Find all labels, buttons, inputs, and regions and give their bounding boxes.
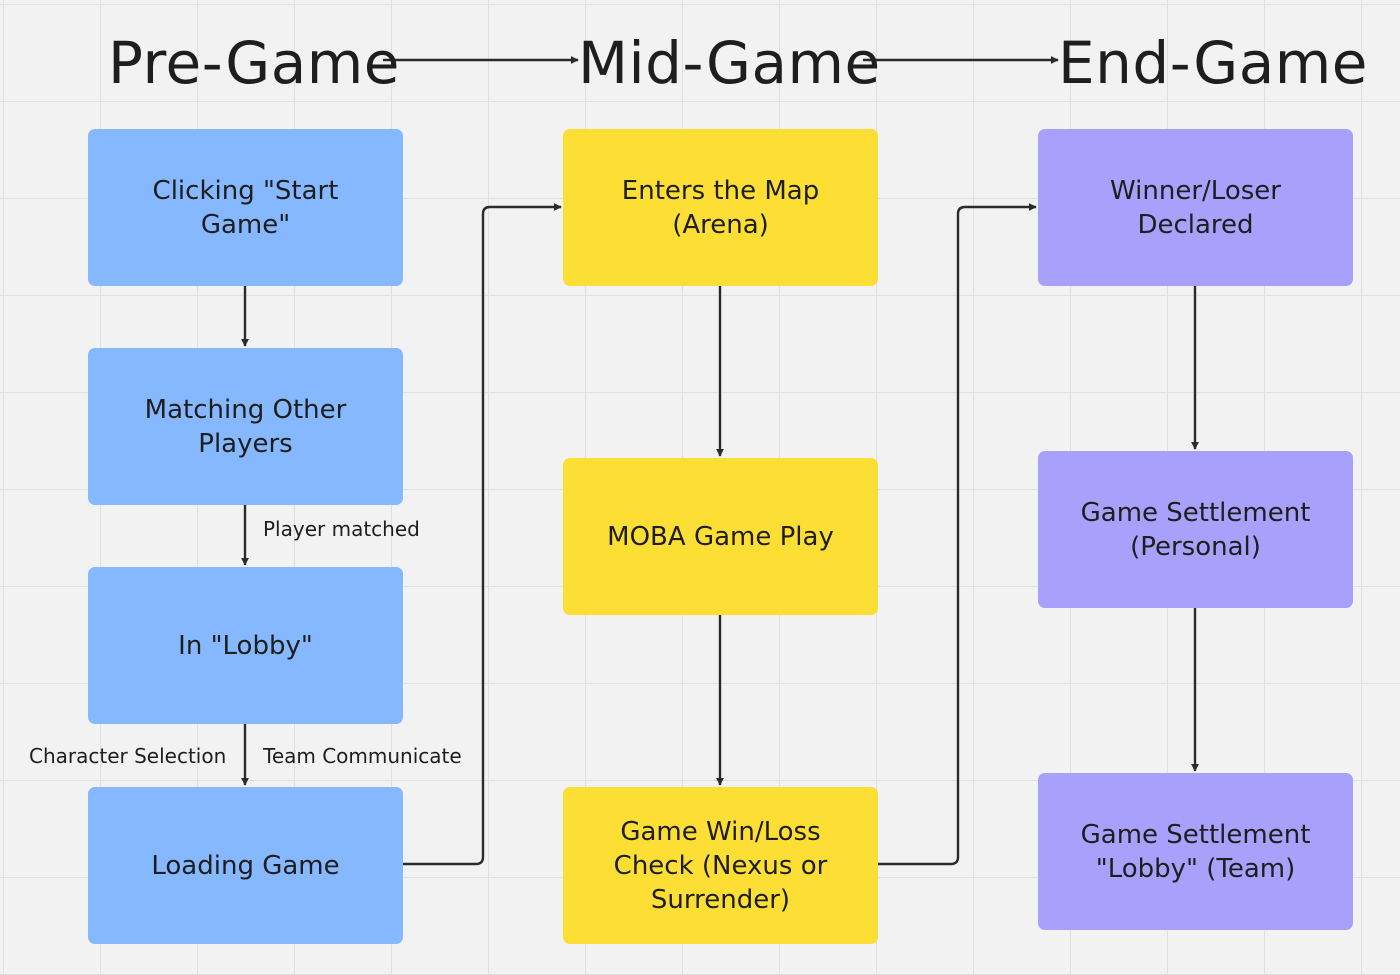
heading-end-game: End-Game	[1058, 29, 1368, 97]
node-moba-game-play[interactable]: MOBA Game Play	[563, 458, 878, 615]
edge-label-player-matched: Player matched	[263, 517, 420, 541]
node-label: In "Lobby"	[178, 630, 313, 661]
node-game-settlement-personal[interactable]: Game Settlement (Personal)	[1038, 451, 1353, 608]
node-label: MOBA Game Play	[607, 521, 834, 552]
node-game-win-loss-check[interactable]: Game Win/Loss Check (Nexus or Surrender)	[563, 787, 878, 944]
edge-label-team-communicate: Team Communicate	[263, 744, 462, 768]
heading-mid-game: Mid-Game	[578, 29, 881, 97]
node-label: Enters the Map (Arena)	[621, 175, 820, 240]
node-label: Winner/Loser Declared	[1110, 175, 1281, 240]
arrow-loading-to-enters-map	[403, 203, 562, 866]
node-label: Game Settlement (Personal)	[1080, 497, 1311, 562]
node-label: Game Settlement "Lobby" (Team)	[1080, 819, 1311, 884]
node-matching-other-players[interactable]: Matching Other Players	[88, 348, 403, 505]
node-enters-the-map[interactable]: Enters the Map (Arena)	[563, 129, 878, 286]
node-label: Clicking "Start Game"	[152, 175, 339, 240]
node-loading-game[interactable]: Loading Game	[88, 787, 403, 944]
node-label: Matching Other Players	[144, 394, 347, 459]
edge-label-character-selection: Character Selection	[29, 744, 227, 768]
node-label: Game Win/Loss Check (Nexus or Surrender)	[613, 816, 828, 915]
arrow-win-loss-to-winner	[878, 203, 1037, 866]
node-in-lobby[interactable]: In "Lobby"	[88, 567, 403, 724]
node-winner-loser-declared[interactable]: Winner/Loser Declared	[1038, 129, 1353, 286]
heading-pre-game: Pre-Game	[108, 29, 400, 97]
node-label: Loading Game	[151, 850, 340, 881]
node-game-settlement-lobby[interactable]: Game Settlement "Lobby" (Team)	[1038, 773, 1353, 930]
node-clicking-start-game[interactable]: Clicking "Start Game"	[88, 129, 403, 286]
